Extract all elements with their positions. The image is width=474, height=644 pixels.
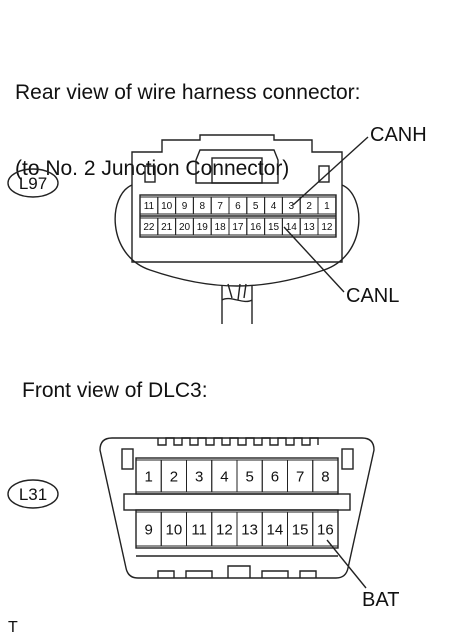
- pin-number: 4: [220, 468, 228, 485]
- pin-cell: [317, 196, 337, 215]
- pin-number: 9: [182, 201, 188, 212]
- pin-number: 18: [215, 222, 227, 233]
- pin-number: 2: [170, 468, 178, 485]
- pin-number: 14: [286, 222, 298, 233]
- pin-number: 5: [245, 468, 253, 485]
- pin-number: 19: [197, 222, 209, 233]
- l97-label-oval: [7, 168, 59, 198]
- pin-number: 12: [321, 222, 333, 233]
- canl-leader-line: [283, 226, 345, 293]
- pin-number: 7: [217, 201, 223, 212]
- pin-number: 5: [253, 201, 259, 212]
- front-view-heading: Front view of DLC3:: [22, 379, 208, 402]
- l31-label: L31: [19, 485, 47, 504]
- footer-mark: T: [8, 619, 18, 636]
- l31-top-teeth: [157, 437, 319, 446]
- pin-number: 13: [304, 222, 316, 233]
- pin-number: 3: [195, 468, 203, 485]
- l97-wire-bundle: [221, 283, 253, 324]
- pin-number: 20: [179, 222, 191, 233]
- l31-bottom-teeth: [157, 565, 317, 578]
- pin-cell: [317, 217, 337, 236]
- pin-number: 4: [271, 201, 277, 212]
- l31-housing: [99, 437, 375, 579]
- l31-connector: [7, 437, 375, 579]
- pin-cell: [312, 459, 339, 493]
- pin-number: 16: [317, 521, 334, 538]
- pin-number: 8: [321, 468, 329, 485]
- canh-label: CANH: [370, 124, 427, 146]
- pin-number: 3: [289, 201, 295, 212]
- pin-number: 1: [144, 468, 152, 485]
- pin-number: 15: [292, 521, 309, 538]
- l97-harness-outline: [114, 184, 360, 287]
- pin-number: 21: [161, 222, 173, 233]
- pin-number: 11: [191, 521, 207, 538]
- pin-number: 7: [296, 468, 304, 485]
- pin-number: 14: [267, 521, 284, 538]
- pin-number: 11: [144, 201, 155, 212]
- l31-center-bar: [123, 493, 351, 511]
- bat-leader-line: [326, 539, 367, 589]
- pin-number: 22: [143, 222, 155, 233]
- pin-number: 9: [144, 521, 152, 538]
- pin-number: 10: [161, 201, 173, 212]
- pin-number: 17: [232, 222, 244, 233]
- rear-view-heading-line1: Rear view of wire harness connector:: [15, 81, 361, 105]
- canl-label: CANL: [346, 285, 399, 307]
- l97-latch: [195, 149, 279, 184]
- pin-number: 15: [268, 222, 280, 233]
- canh-leader-line: [292, 136, 369, 206]
- l97-connector: [7, 134, 360, 324]
- pin-number: 6: [271, 468, 279, 485]
- pin-number: 1: [324, 201, 330, 212]
- pin-cell: [312, 511, 339, 547]
- l31-label-oval: [7, 479, 59, 509]
- pin-number: 10: [166, 521, 183, 538]
- l97-pins-bottom-row: 22 21 20 19 18 17 16 15 14 13 12: [139, 217, 337, 236]
- pin-number: 12: [216, 521, 233, 538]
- l97-housing: [131, 134, 343, 263]
- pin-number: 2: [306, 201, 312, 212]
- l31-pins-bottom-row: 9 10 11 12 13 14 15 16: [135, 511, 339, 547]
- pin-number: 13: [241, 521, 258, 538]
- bat-label: BAT: [362, 589, 399, 611]
- l97-label: L97: [19, 174, 47, 193]
- pin-number: 8: [200, 201, 206, 212]
- pin-number: 16: [250, 222, 262, 233]
- pin-number: 6: [235, 201, 241, 212]
